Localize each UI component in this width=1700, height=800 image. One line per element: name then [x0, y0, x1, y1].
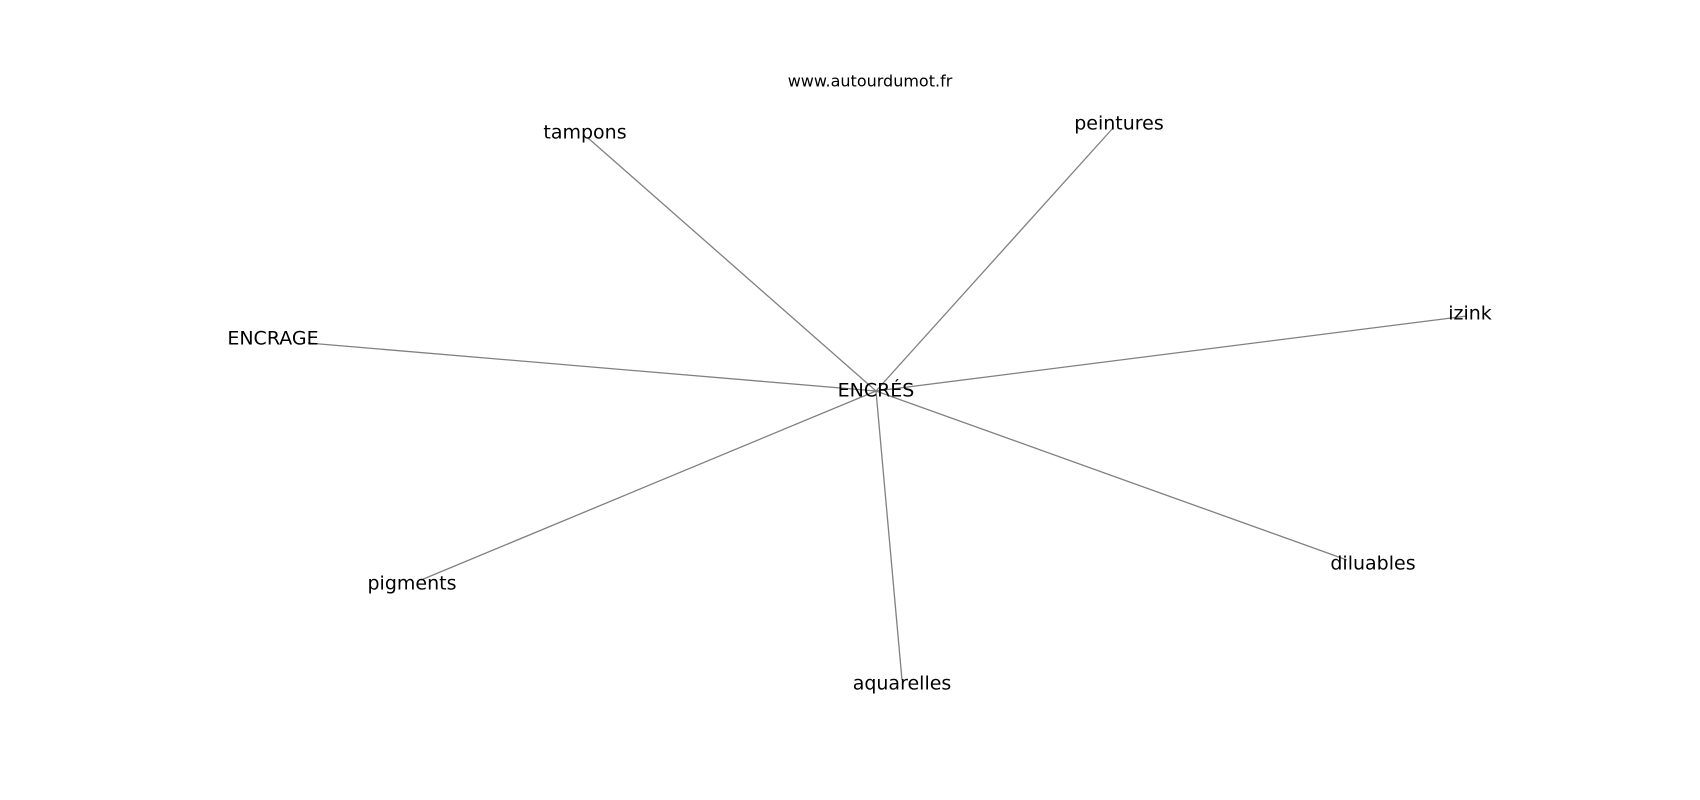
edge-encres-encrage — [307, 342, 877, 392]
node-label-peintures: peintures — [1074, 113, 1164, 135]
node-label-aquarelles: aquarelles — [853, 673, 952, 695]
node-label-pigments: pigments — [368, 573, 457, 595]
edge-encres-peintures — [875, 127, 1114, 392]
center-node-label: ENCRÉS — [838, 379, 915, 402]
edge-encres-diluables — [875, 390, 1348, 561]
edges-layer — [307, 127, 1468, 681]
edge-encres-pigments — [420, 390, 877, 581]
site-credit: www.autourdumot.fr — [788, 72, 953, 91]
edge-encres-aquarelles — [875, 390, 903, 681]
node-label-tampons: tampons — [543, 122, 626, 144]
labels-layer: www.autourdumot.fr ENCRÉS tampons peintur… — [227, 72, 1491, 695]
node-label-izink: izink — [1448, 303, 1492, 325]
edge-encres-tampons — [587, 137, 877, 392]
node-label-encrage: ENCRAGE — [227, 328, 318, 350]
edge-encres-izink — [875, 315, 1468, 392]
node-label-diluables: diluables — [1330, 553, 1415, 575]
